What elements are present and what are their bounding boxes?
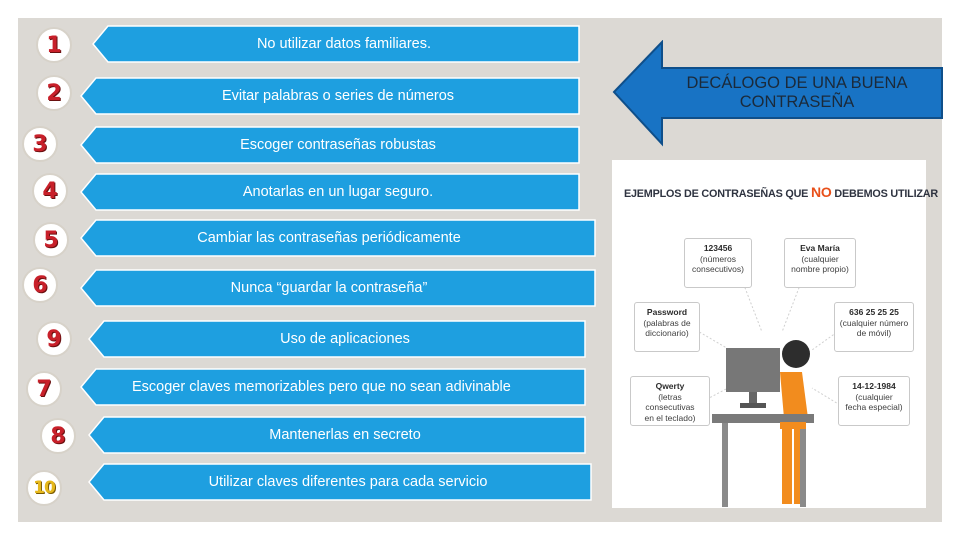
number-5-icon: 5 [33,222,69,258]
number-8-icon: 8 [40,418,76,454]
example-1-main: 123456 [703,243,733,253]
tip-item-2: Evitar palabras o series de números [80,77,580,115]
tip-label-1: No utilizar datos familiares. [256,36,432,52]
tip-label-2: Evitar palabras o series de números [221,88,455,104]
example-6-sub1: (cualquier [855,391,893,402]
example-box-3: Password (palabras de diccionario) [634,302,700,352]
tip-item-5: Cambiar las contraseñas periódicamente [80,219,596,257]
example-box-2: Eva María (cualquier nombre propio) [784,238,856,288]
tip-label-9: Mantenerlas en secreto [269,427,421,443]
illustration-title: EJEMPLOS DE CONTRASEÑAS QUE NO DEBEMOS U… [624,184,938,200]
example-box-6: 14-12-1984 (cualquier fecha especial) [838,376,910,426]
example-2-sub2: nombre propio) [791,264,849,274]
tip-item-9: Mantenerlas en secreto [88,416,586,454]
tip-label-3: Escoger contraseñas robustas [240,137,436,153]
tip-label-4: Anotarlas en un lugar seguro. [242,184,434,200]
example-box-5: Qwerty (letras consecutivas en el teclad… [630,376,710,426]
example-5-sub2: en el teclado) [644,412,696,423]
example-1-sub2: consecutivos) [692,264,744,274]
example-3-main: Password [646,307,688,317]
example-4-sub1: (cualquier número [839,317,909,328]
tip-item-7: Uso de aplicaciones [88,320,586,358]
example-2-main: Eva María [800,243,840,253]
example-5-sub1: (letras consecutivas [645,391,695,413]
tip-label-6: Nunca “guardar la contraseña” [230,280,428,296]
number-9-icon: 9 [36,321,72,357]
number-6-icon: 6 [22,267,58,303]
callout-line-2: CONTRASEÑA [739,93,855,111]
title-no: NO [810,184,832,200]
tip-item-10: Utilizar claves diferentes para cada ser… [88,463,592,501]
example-box-1: 123456 (números consecutivos) [684,238,752,288]
number-1-icon: 1 [36,27,72,63]
example-3-sub2: diccionario) [645,328,689,338]
example-1-sub1: (números [700,253,736,264]
callout-title: DECÁLOGO DE UNA BUENA CONTRASEÑA [652,74,942,112]
number-7-icon: 7 [26,371,62,407]
number-3-icon: 3 [22,126,58,162]
number-4-icon: 4 [32,173,68,209]
tip-label-7: Uso de aplicaciones [280,331,410,347]
example-6-sub2: fecha especial) [845,402,903,412]
tip-label-8: Escoger claves memorizables pero que no … [132,379,511,395]
title-part-2: DEBEMOS UTILIZAR [831,188,938,200]
tip-label-10: Utilizar claves diferentes para cada ser… [208,474,488,490]
tip-item-6: Nunca “guardar la contraseña” [80,269,596,307]
number-10-icon: 10 [26,470,62,506]
example-4-sub2: de móvil) [856,328,892,338]
tip-item-3: Escoger contraseñas robustas [80,126,580,164]
example-2-sub1: (cualquier [801,253,839,264]
callout-line-1: DECÁLOGO DE UNA BUENA [686,74,908,92]
example-box-4: 636 25 25 25 (cualquier número de móvil) [834,302,914,352]
tip-item-8: Escoger claves memorizables pero que no … [80,368,586,406]
example-6-main: 14-12-1984 [852,381,896,391]
example-4-main: 636 25 25 25 [849,307,899,317]
tip-item-4: Anotarlas en un lugar seguro. [80,173,580,211]
number-2-icon: 2 [36,75,72,111]
desk-scene-icon [695,279,841,507]
tip-label-5: Cambiar las contraseñas periódicamente [197,230,461,246]
example-5-main: Qwerty [655,381,685,391]
title-callout-arrow: DECÁLOGO DE UNA BUENA CONTRASEÑA [612,40,944,148]
example-3-sub1: (palabras de [643,317,691,328]
title-part-1: EJEMPLOS DE CONTRASEÑAS QUE [624,188,811,200]
password-examples-illustration: EJEMPLOS DE CONTRASEÑAS QUE NO DEBEMOS U… [612,160,938,508]
tip-item-1: No utilizar datos familiares. [92,25,580,63]
